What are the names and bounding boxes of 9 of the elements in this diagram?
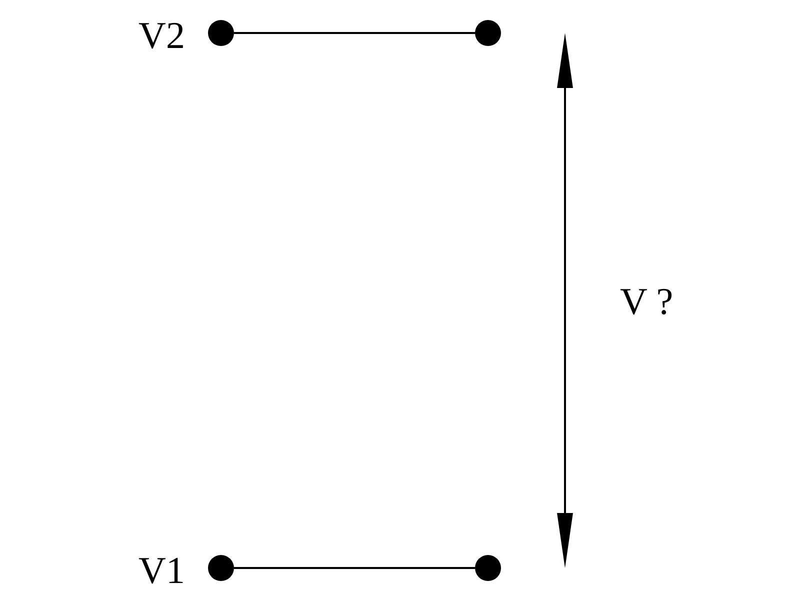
connector-line [234, 32, 475, 34]
connector-line [234, 567, 475, 569]
terminal-dot [475, 555, 501, 581]
voltage-label: V ? [620, 283, 674, 321]
terminal-dot [208, 20, 234, 46]
terminal-dot [208, 555, 234, 581]
terminal-dot [475, 20, 501, 46]
node-label: V2 [138, 17, 185, 55]
node-label: V1 [138, 552, 185, 590]
